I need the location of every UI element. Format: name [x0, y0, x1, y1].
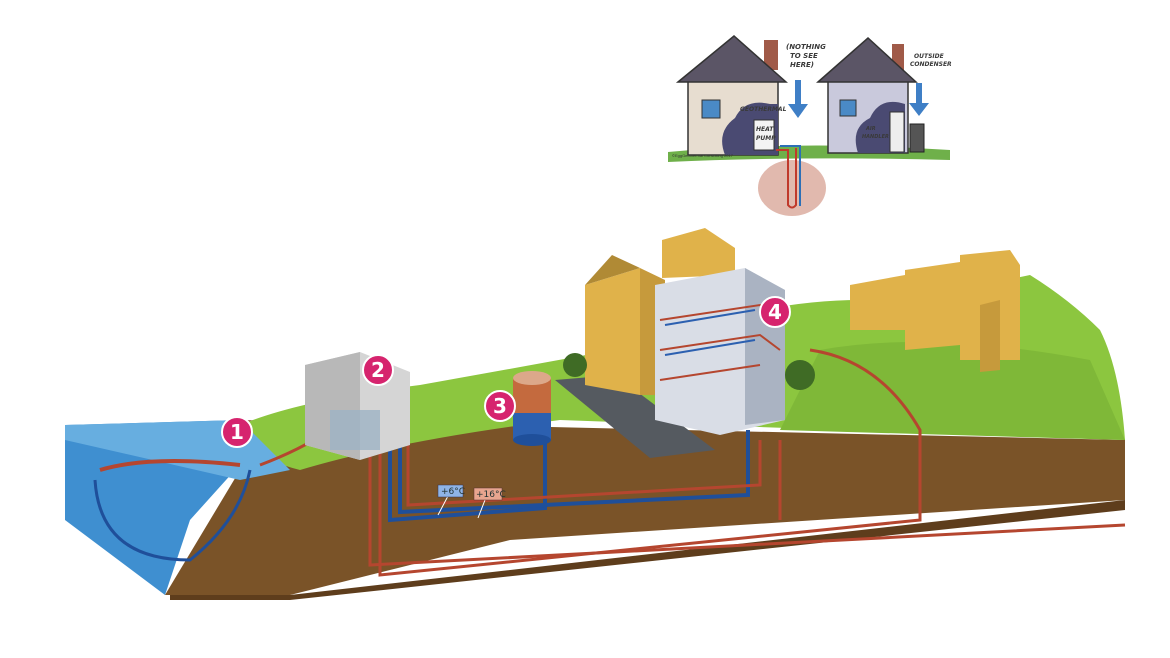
air-source-house: AIR HANDLER — [816, 36, 925, 154]
geothermal-label: GEOTHERMAL — [740, 106, 787, 113]
marker-4: 4 — [759, 296, 791, 328]
inset-cartoon: GEOTHERMAL HEAT PUMP (NOTHING TO SEE HER… — [668, 35, 952, 216]
condenser-text-1: OUTSIDE — [914, 53, 945, 60]
temp-label-warm: +16°C — [473, 487, 506, 519]
air-handler-label-1: AIR — [865, 126, 876, 132]
heat-pump-label-1: HEAT — [756, 126, 774, 133]
marker-1: 1 — [221, 416, 253, 448]
storage-tank — [513, 371, 551, 446]
residential-buildings — [850, 250, 1020, 372]
marker-2: 2 — [362, 354, 394, 386]
marker-4-text: 4 — [768, 300, 782, 324]
marker-1-text: 1 — [230, 420, 244, 444]
nothing-text-2: TO SEE — [790, 52, 818, 60]
down-arrow-icon — [909, 83, 929, 116]
marker-3-text: 3 — [493, 394, 507, 418]
tree — [785, 360, 815, 390]
office-building — [655, 268, 785, 435]
condenser-text-2: CONDENSER — [910, 61, 952, 68]
marker-2-text: 2 — [371, 358, 385, 382]
air-handler-label-2: HANDLER — [862, 134, 889, 140]
cold-temp-text: +6°C — [441, 487, 465, 497]
down-arrow-icon — [788, 80, 808, 118]
ground-loop-red — [776, 148, 797, 209]
soil — [165, 420, 1125, 595]
ground-heat-glow — [758, 160, 826, 216]
geothermal-house: GEOTHERMAL HEAT PUMP — [675, 35, 788, 156]
nothing-text-1: (NOTHING — [786, 43, 826, 51]
ground-loop-blue — [780, 145, 801, 206]
plant-building — [305, 352, 410, 460]
warm-temp-text: +16°C — [476, 490, 506, 500]
temp-label-cold: +6°C — [437, 484, 465, 516]
heat-pump-label-2: PUMP — [756, 135, 776, 142]
tree — [563, 353, 587, 377]
marker-3: 3 — [484, 390, 516, 422]
intake-pipe — [99, 459, 241, 472]
nothing-text-3: HERE) — [790, 61, 814, 69]
copyright-text: ©EggGeothermal Consulting 2017 — [672, 153, 734, 158]
road — [555, 375, 715, 458]
